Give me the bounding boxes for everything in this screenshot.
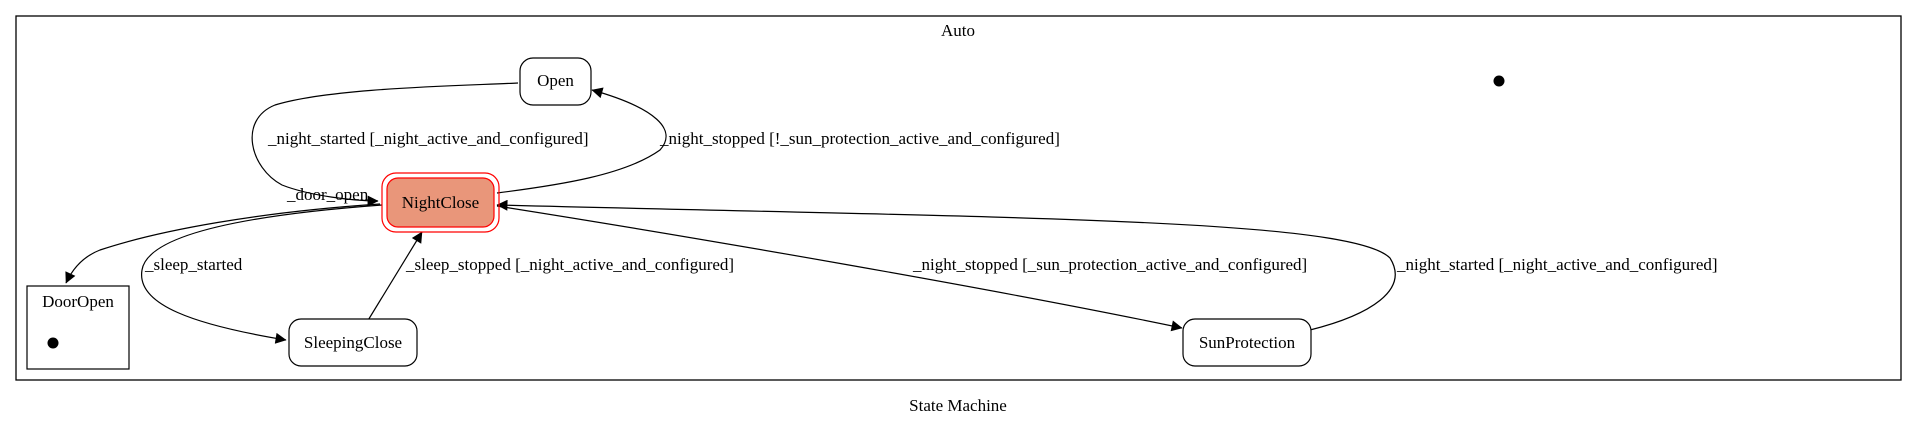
label-sleepingclose-to-nightclose: _sleep_stopped [_night_active_and_config… [405,255,734,274]
state-sleepingclose-label: SleepingClose [304,333,402,352]
state-dooropen-frame [26,285,130,370]
edge-nightclose-to-sunprotection [496,205,1183,332]
label-nightclose-to-sunprotection: _night_stopped [_sun_protection_active_a… [912,255,1307,274]
cluster-auto-title: Auto [941,21,975,40]
edge-nightclose-to-open [496,87,667,194]
cluster-auto-frame [15,15,1902,381]
state-dooropen-label: DoorOpen [42,292,114,311]
state-nightclose-box [386,177,495,228]
auto-initial-point [1493,75,1505,87]
state-open: Open [519,57,592,106]
state-sleepingclose: SleepingClose [288,318,418,367]
edge-nightclose-to-dooropen [65,203,381,284]
label-sunprotection-to-nightclose: _night_started [_night_active_and_config… [1396,255,1718,274]
state-open-label: Open [537,71,574,90]
dooropen-initial-point [47,337,59,349]
edge-sleepingclose-to-nightclose [366,231,423,323]
state-sunprotection: SunProtection [1182,318,1312,367]
edge-sunprotection-to-nightclose [496,199,1396,331]
state-sunprotection-label: SunProtection [1199,333,1296,352]
state-nightclose-outer-border [381,172,500,233]
label-nightclose-to-sleepingclose: _sleep_started [144,255,243,274]
state-dooropen: DoorOpen [26,285,130,370]
edge-open-to-nightclose [251,82,519,207]
label-nightclose-to-open: _night_stopped [!_sun_protection_active_… [659,129,1060,148]
diagram-caption: State Machine [909,396,1007,415]
state-nightclose-label: NightClose [402,193,479,212]
state-nightclose: NightClose [381,172,500,233]
label-open-to-nightclose: _night_started [_night_active_and_config… [267,129,589,148]
label-nightclose-to-dooropen: _door_open [286,185,369,204]
edge-nightclose-to-sleepingclose [141,204,383,344]
